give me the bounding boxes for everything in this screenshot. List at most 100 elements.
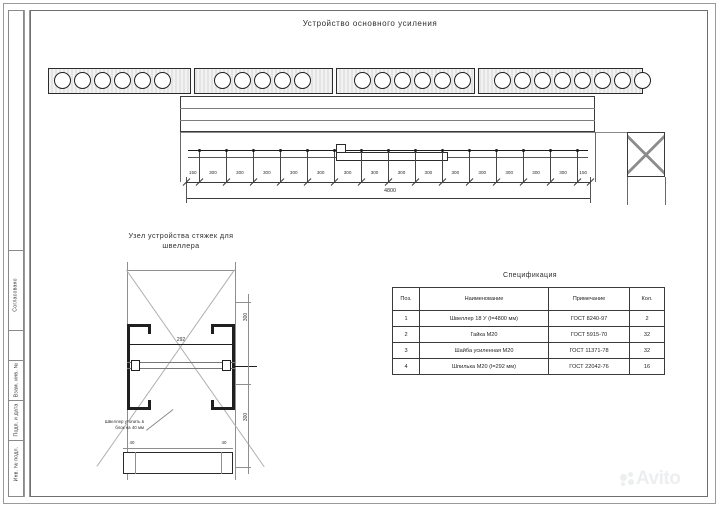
detail-view-title-line2: швеллера [162, 241, 200, 250]
channel-left-flange-bottom [127, 407, 151, 410]
page-title: Устройство основного усиления [302, 19, 438, 28]
slab-void [154, 72, 171, 89]
tie-rod-node [521, 149, 525, 152]
tie-rod [522, 150, 524, 182]
channel-left-web [127, 324, 130, 410]
cell-qty: 32 [629, 342, 665, 359]
avito-logo-icon [620, 472, 636, 486]
tie-rod-node [548, 149, 552, 152]
slab-void [414, 72, 431, 89]
wall-right-edge [595, 132, 596, 182]
overall-dimension-label: 4800 [384, 188, 396, 194]
note-line2: блок на 40 мм [115, 425, 144, 430]
title-block-divider [8, 250, 24, 251]
detail-dimension-vertical-bottom: 300 [243, 412, 249, 422]
base-plate [123, 452, 233, 474]
bracket-detail-tab [336, 144, 346, 153]
slab-joint [474, 68, 479, 94]
channel-right-web [232, 324, 235, 410]
tie-rod-node [252, 149, 256, 152]
col-header-note: Примечание [548, 287, 630, 311]
dimension-label: 300 [424, 170, 433, 175]
tie-rod [441, 150, 443, 182]
col-header-pos: Поз. [392, 287, 420, 311]
channel-left-lip-top [148, 324, 151, 334]
tie-rod-node [494, 149, 498, 152]
nut-washer-left [131, 360, 140, 371]
channel-right-lip-bottom [211, 400, 214, 410]
detail-dimension-vertical-top: 300 [243, 312, 249, 322]
cell-pos: 3 [392, 342, 420, 359]
base-rib [135, 452, 136, 474]
tie-rod-extension [235, 366, 257, 367]
detail-view-title-line1: Узел устройства стяжек для [128, 231, 234, 240]
dimension-extension [590, 177, 591, 203]
floor-line [180, 132, 627, 133]
slab-void [434, 72, 451, 89]
cell-name: Шайба усиленная М20 [419, 342, 549, 359]
col-header-qty: Кол. [629, 287, 665, 311]
tie-rod-node [440, 149, 444, 152]
dimension-label: 300 [559, 170, 567, 175]
watermark-text: Avito [636, 468, 681, 489]
slab-void [614, 72, 631, 89]
slab-void [254, 72, 271, 89]
slab-void [634, 72, 651, 89]
cell-name: Шпилька М20 (l=292 мм) [419, 358, 549, 375]
channel-right-flange-bottom [211, 407, 235, 410]
column-edge-line [665, 177, 666, 205]
dimension-label: 300 [505, 170, 514, 175]
tie-rod-lower-line [127, 362, 235, 363]
slab-void [94, 72, 111, 89]
tie-rod [226, 150, 228, 182]
wall-left-edge [180, 132, 181, 182]
tie-rod-center-line [127, 368, 235, 369]
tie-rod-node [333, 149, 337, 152]
dimension-label: 150 [188, 170, 197, 175]
slab-void [234, 72, 251, 89]
spec-table-title: Спецификация [503, 272, 557, 279]
channel-left-flange-top [127, 324, 151, 327]
vertical-dimension-tick [235, 467, 251, 468]
slab-void [214, 72, 231, 89]
title-block-divider [8, 400, 24, 401]
cell-qty: 16 [629, 358, 665, 375]
cell-pos: 1 [392, 310, 420, 327]
tie-rod [361, 150, 363, 182]
title-block-divider [8, 440, 24, 441]
slab-joint [190, 68, 195, 94]
channel-embed-note: Швеллер утопить в блок на 40 мм [62, 419, 144, 431]
cell-name: Гайка М20 [419, 326, 549, 343]
title-block-text: Подп. и дата [13, 403, 19, 437]
slab-void [294, 72, 311, 89]
dimension-label: 300 [209, 170, 217, 175]
masonry-wall [180, 96, 595, 132]
slab-joint [332, 68, 337, 94]
vertical-dimension-tick [235, 384, 251, 385]
tie-rod [495, 150, 497, 182]
dimension-chain-line [186, 182, 590, 183]
title-block-divider [8, 330, 24, 331]
tie-rod [414, 150, 416, 182]
slab-void [574, 72, 591, 89]
tie-rod-node [225, 149, 229, 152]
slab-void [394, 72, 411, 89]
dimension-label: 300 [289, 170, 298, 175]
base-rib [221, 452, 222, 474]
cell-note: ГОСТ 11371-78 [548, 342, 630, 359]
tie-rod-node [575, 149, 579, 152]
cell-qty: 2 [629, 310, 665, 327]
title-block-label-podp-data: Подп. и дата [8, 402, 24, 438]
tie-rod-node [306, 149, 310, 152]
slab-void [594, 72, 611, 89]
slab-void [354, 72, 371, 89]
tie-rod-node [279, 149, 283, 152]
tie-rod [388, 150, 389, 182]
dimension-label: 300 [397, 170, 406, 175]
slab-void [514, 72, 531, 89]
tie-rod [334, 150, 336, 182]
channel-tie-detail-view: 292 300 300 40 40 [96, 262, 265, 492]
dimension-label: 300 [343, 170, 352, 175]
